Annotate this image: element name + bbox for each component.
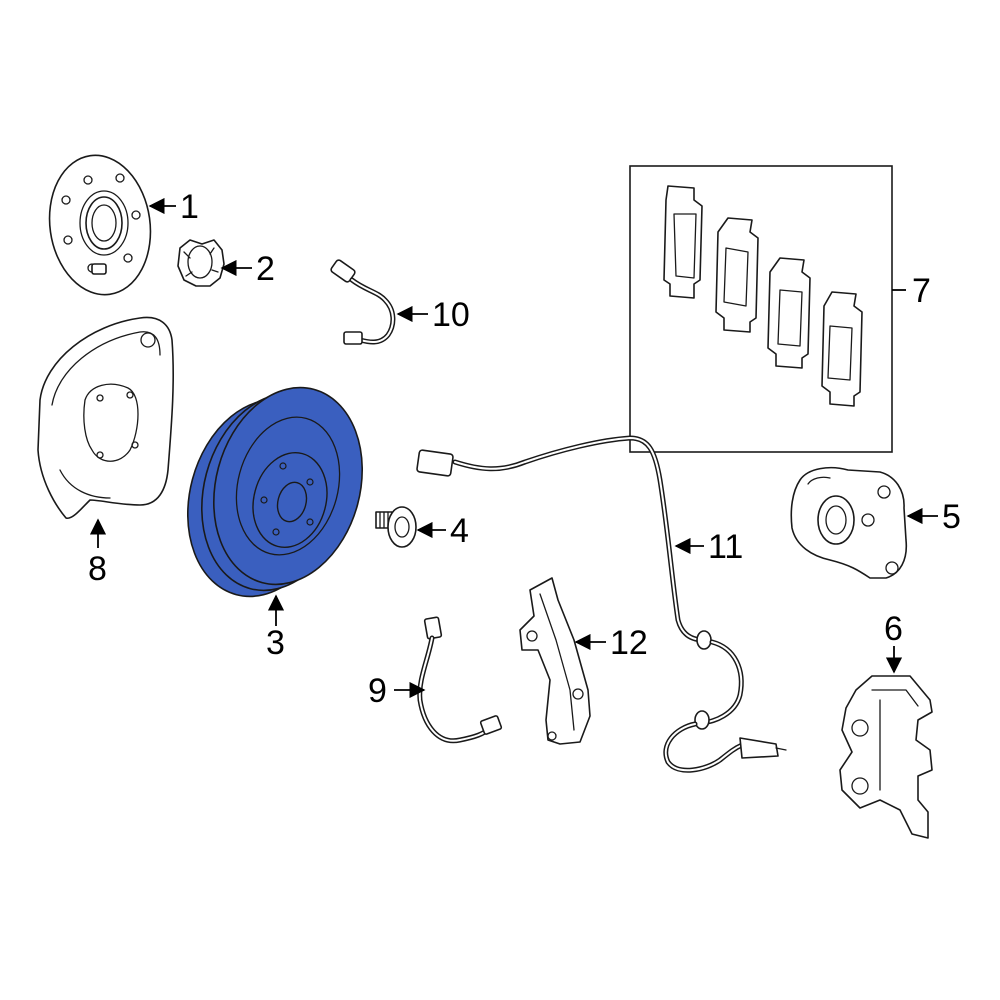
callout-3: 3	[266, 624, 285, 662]
callout-12: 12	[610, 624, 648, 662]
caliper-bracket-part-6[interactable]	[839, 675, 933, 839]
brake-rotor-part-3[interactable]	[167, 371, 384, 613]
callout-7: 7	[912, 272, 931, 310]
brake-pad-set-part-7[interactable]	[629, 165, 893, 453]
callout-9: 9	[368, 672, 387, 710]
callout-labels: 1 2 3 4 5 6 7 8 9 10 11 12	[88, 188, 961, 710]
callout-2: 2	[256, 250, 275, 288]
callout-8: 8	[88, 550, 107, 588]
callout-11: 11	[708, 528, 743, 566]
callout-1: 1	[180, 188, 199, 226]
wheel-hub-part-1[interactable]	[41, 149, 160, 302]
callout-10: 10	[432, 296, 470, 334]
callout-4: 4	[450, 512, 469, 550]
bolt-part-4[interactable]	[375, 506, 417, 548]
bracket-part-12[interactable]	[519, 577, 591, 745]
dust-shield-part-8[interactable]	[37, 316, 175, 520]
wear-sensor-part-9[interactable]	[417, 616, 503, 744]
abs-sensor-part-11[interactable]	[416, 435, 787, 773]
leader-lines	[89, 197, 938, 699]
callout-6: 6	[884, 610, 903, 648]
wear-sensor-part-10[interactable]	[330, 259, 396, 345]
brake-caliper-part-5[interactable]	[790, 466, 908, 579]
callout-5: 5	[942, 498, 961, 536]
hub-nut-part-2[interactable]	[177, 239, 225, 287]
